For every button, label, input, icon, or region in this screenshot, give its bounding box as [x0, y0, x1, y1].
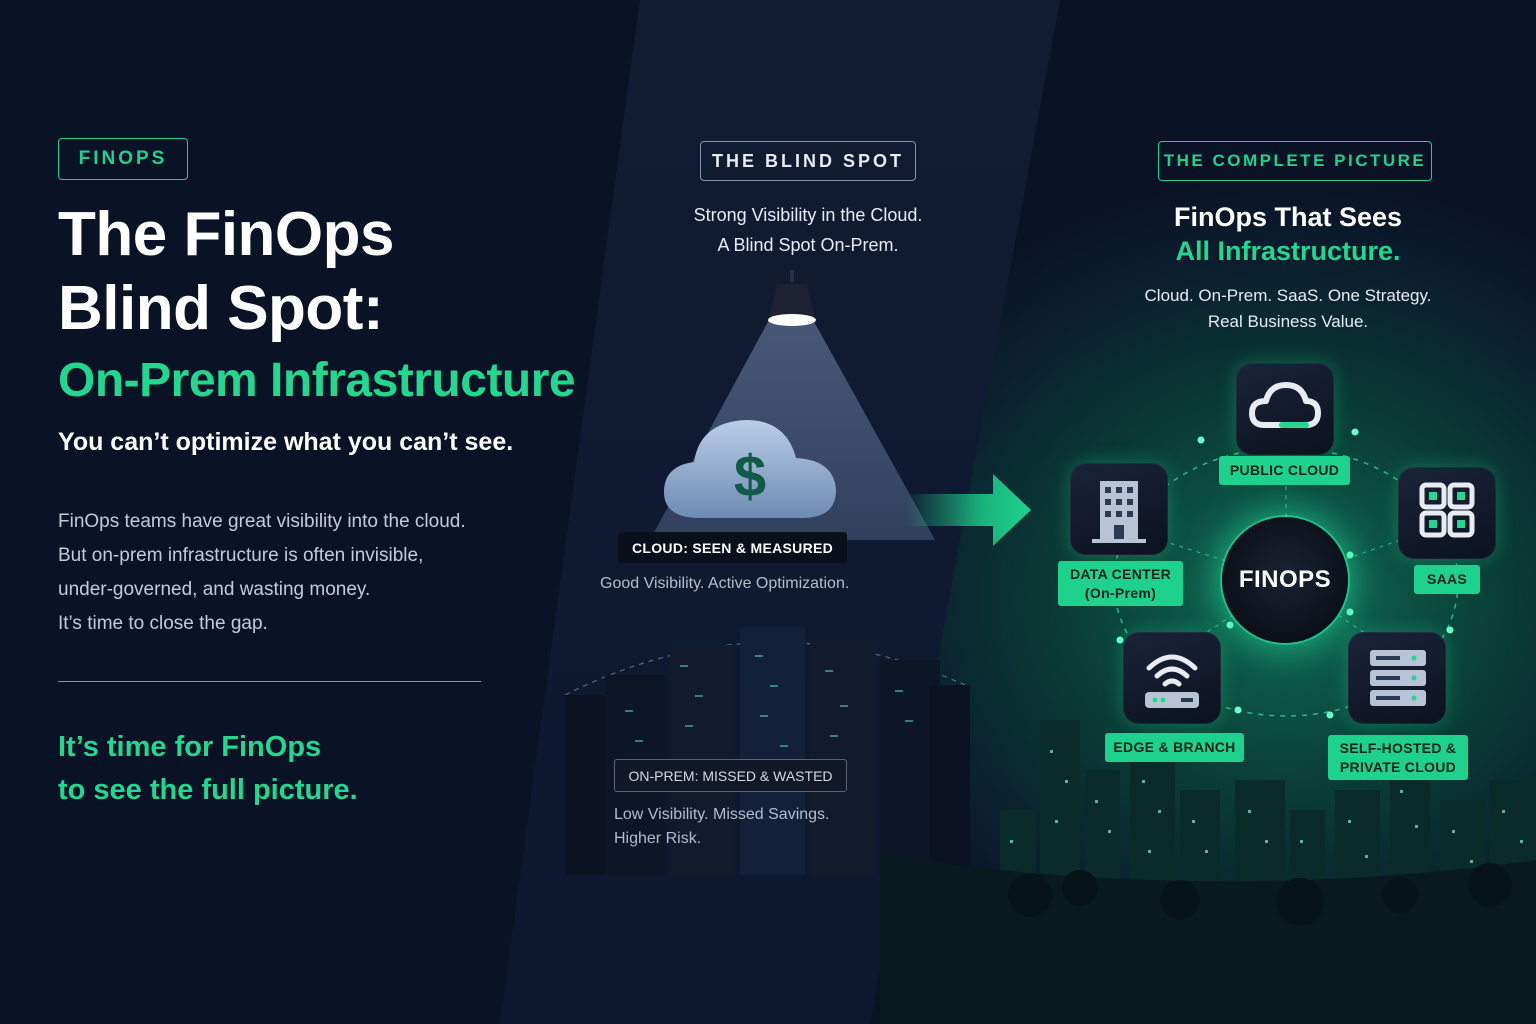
edge-branch-node — [1123, 632, 1221, 724]
saas-label: SAAS — [1414, 565, 1480, 594]
right-title-line-1: FinOps That Sees — [1173, 202, 1403, 232]
data-center-label: DATA CENTER (On-Prem) — [1058, 561, 1183, 606]
edge-branch-label: EDGE & BRANCH — [1105, 733, 1244, 762]
self-hosted-label: SELF-HOSTED & PRIVATE CLOUD — [1328, 735, 1468, 780]
finops-tag: FINOPS — [58, 138, 188, 180]
cloud-dollar-icon: $ — [664, 420, 836, 518]
right-sub-line-1: Cloud. On-Prem. SaaS. One Strategy. — [1144, 286, 1432, 305]
data-center-node — [1070, 463, 1168, 555]
onprem-note: Low Visibility. Missed Savings. Higher R… — [614, 803, 830, 851]
cloud-icon — [1249, 382, 1321, 428]
spotlight-lamp-icon — [768, 270, 816, 326]
subtitle: You can’t optimize what you can’t see. — [58, 428, 514, 456]
cloud-dollar-symbol: $ — [734, 444, 766, 509]
title-line-1: The FinOps — [58, 200, 395, 269]
saas-node — [1398, 467, 1496, 559]
cloud-seen-label: CLOUD: SEEN & MEASURED — [618, 532, 847, 563]
onprem-missed-label: ON-PREM: MISSED & WASTED — [614, 759, 847, 792]
onprem-note-line-2: Higher Risk. — [614, 830, 702, 847]
body-line: under-governed, and wasting money. — [58, 579, 371, 600]
self-hosted-node — [1348, 632, 1446, 724]
title-line-3: On-Prem Infrastructure — [58, 354, 576, 407]
main-title: The FinOps Blind Spot: On-Prem Infrastru… — [58, 198, 576, 416]
blind-spot-sub-line-2: A Blind Spot On-Prem. — [717, 235, 899, 255]
title-line-2: Blind Spot: — [58, 274, 384, 343]
right-subtitle: Cloud. On-Prem. SaaS. One Strategy. Real… — [1088, 283, 1488, 335]
public-cloud-node — [1236, 363, 1334, 455]
closing-statement: It’s time for FinOps to see the full pic… — [58, 726, 358, 812]
right-sub-line-2: Real Business Value. — [1207, 312, 1369, 331]
blind-spot-tag: THE BLIND SPOT — [700, 141, 916, 181]
finops-hub: FINOPS — [1222, 517, 1348, 643]
cloud-note: Good Visibility. Active Optimization. — [600, 575, 850, 592]
server-rack-icon — [1370, 650, 1426, 706]
building-icon — [1092, 481, 1146, 543]
data-center-label-line-1: DATA CENTER — [1069, 565, 1172, 582]
self-hosted-label-line-1: SELF-HOSTED & — [1339, 739, 1457, 756]
city-skyline-illustration — [880, 720, 1536, 1024]
complete-picture-tag: THE COMPLETE PICTURE — [1158, 141, 1432, 181]
divider — [58, 681, 481, 682]
arrow-right-icon — [905, 474, 1031, 546]
body-text: FinOps teams have great visibility into … — [58, 505, 466, 641]
self-hosted-label-line-2: PRIVATE CLOUD — [1339, 758, 1457, 775]
closing-line-2: to see the full picture. — [58, 774, 358, 806]
body-line: But on-prem infrastructure is often invi… — [58, 545, 424, 566]
apps-grid-icon — [1419, 482, 1475, 538]
closing-line-1: It’s time for FinOps — [58, 731, 322, 763]
body-line: FinOps teams have great visibility into … — [58, 511, 466, 532]
public-cloud-label: PUBLIC CLOUD — [1219, 456, 1350, 485]
blind-spot-sub-line-1: Strong Visibility in the Cloud. — [693, 205, 923, 225]
body-line: It’s time to close the gap. — [58, 613, 268, 634]
onprem-note-line-1: Low Visibility. Missed Savings. — [614, 806, 830, 823]
blind-spot-subtitle: Strong Visibility in the Cloud. A Blind … — [608, 200, 1008, 260]
right-title-line-2: All Infrastructure. — [1175, 236, 1401, 266]
right-title: FinOps That Sees All Infrastructure. — [1088, 200, 1488, 268]
wifi-router-icon — [1145, 654, 1199, 708]
data-center-label-line-2: (On-Prem) — [1084, 584, 1157, 601]
